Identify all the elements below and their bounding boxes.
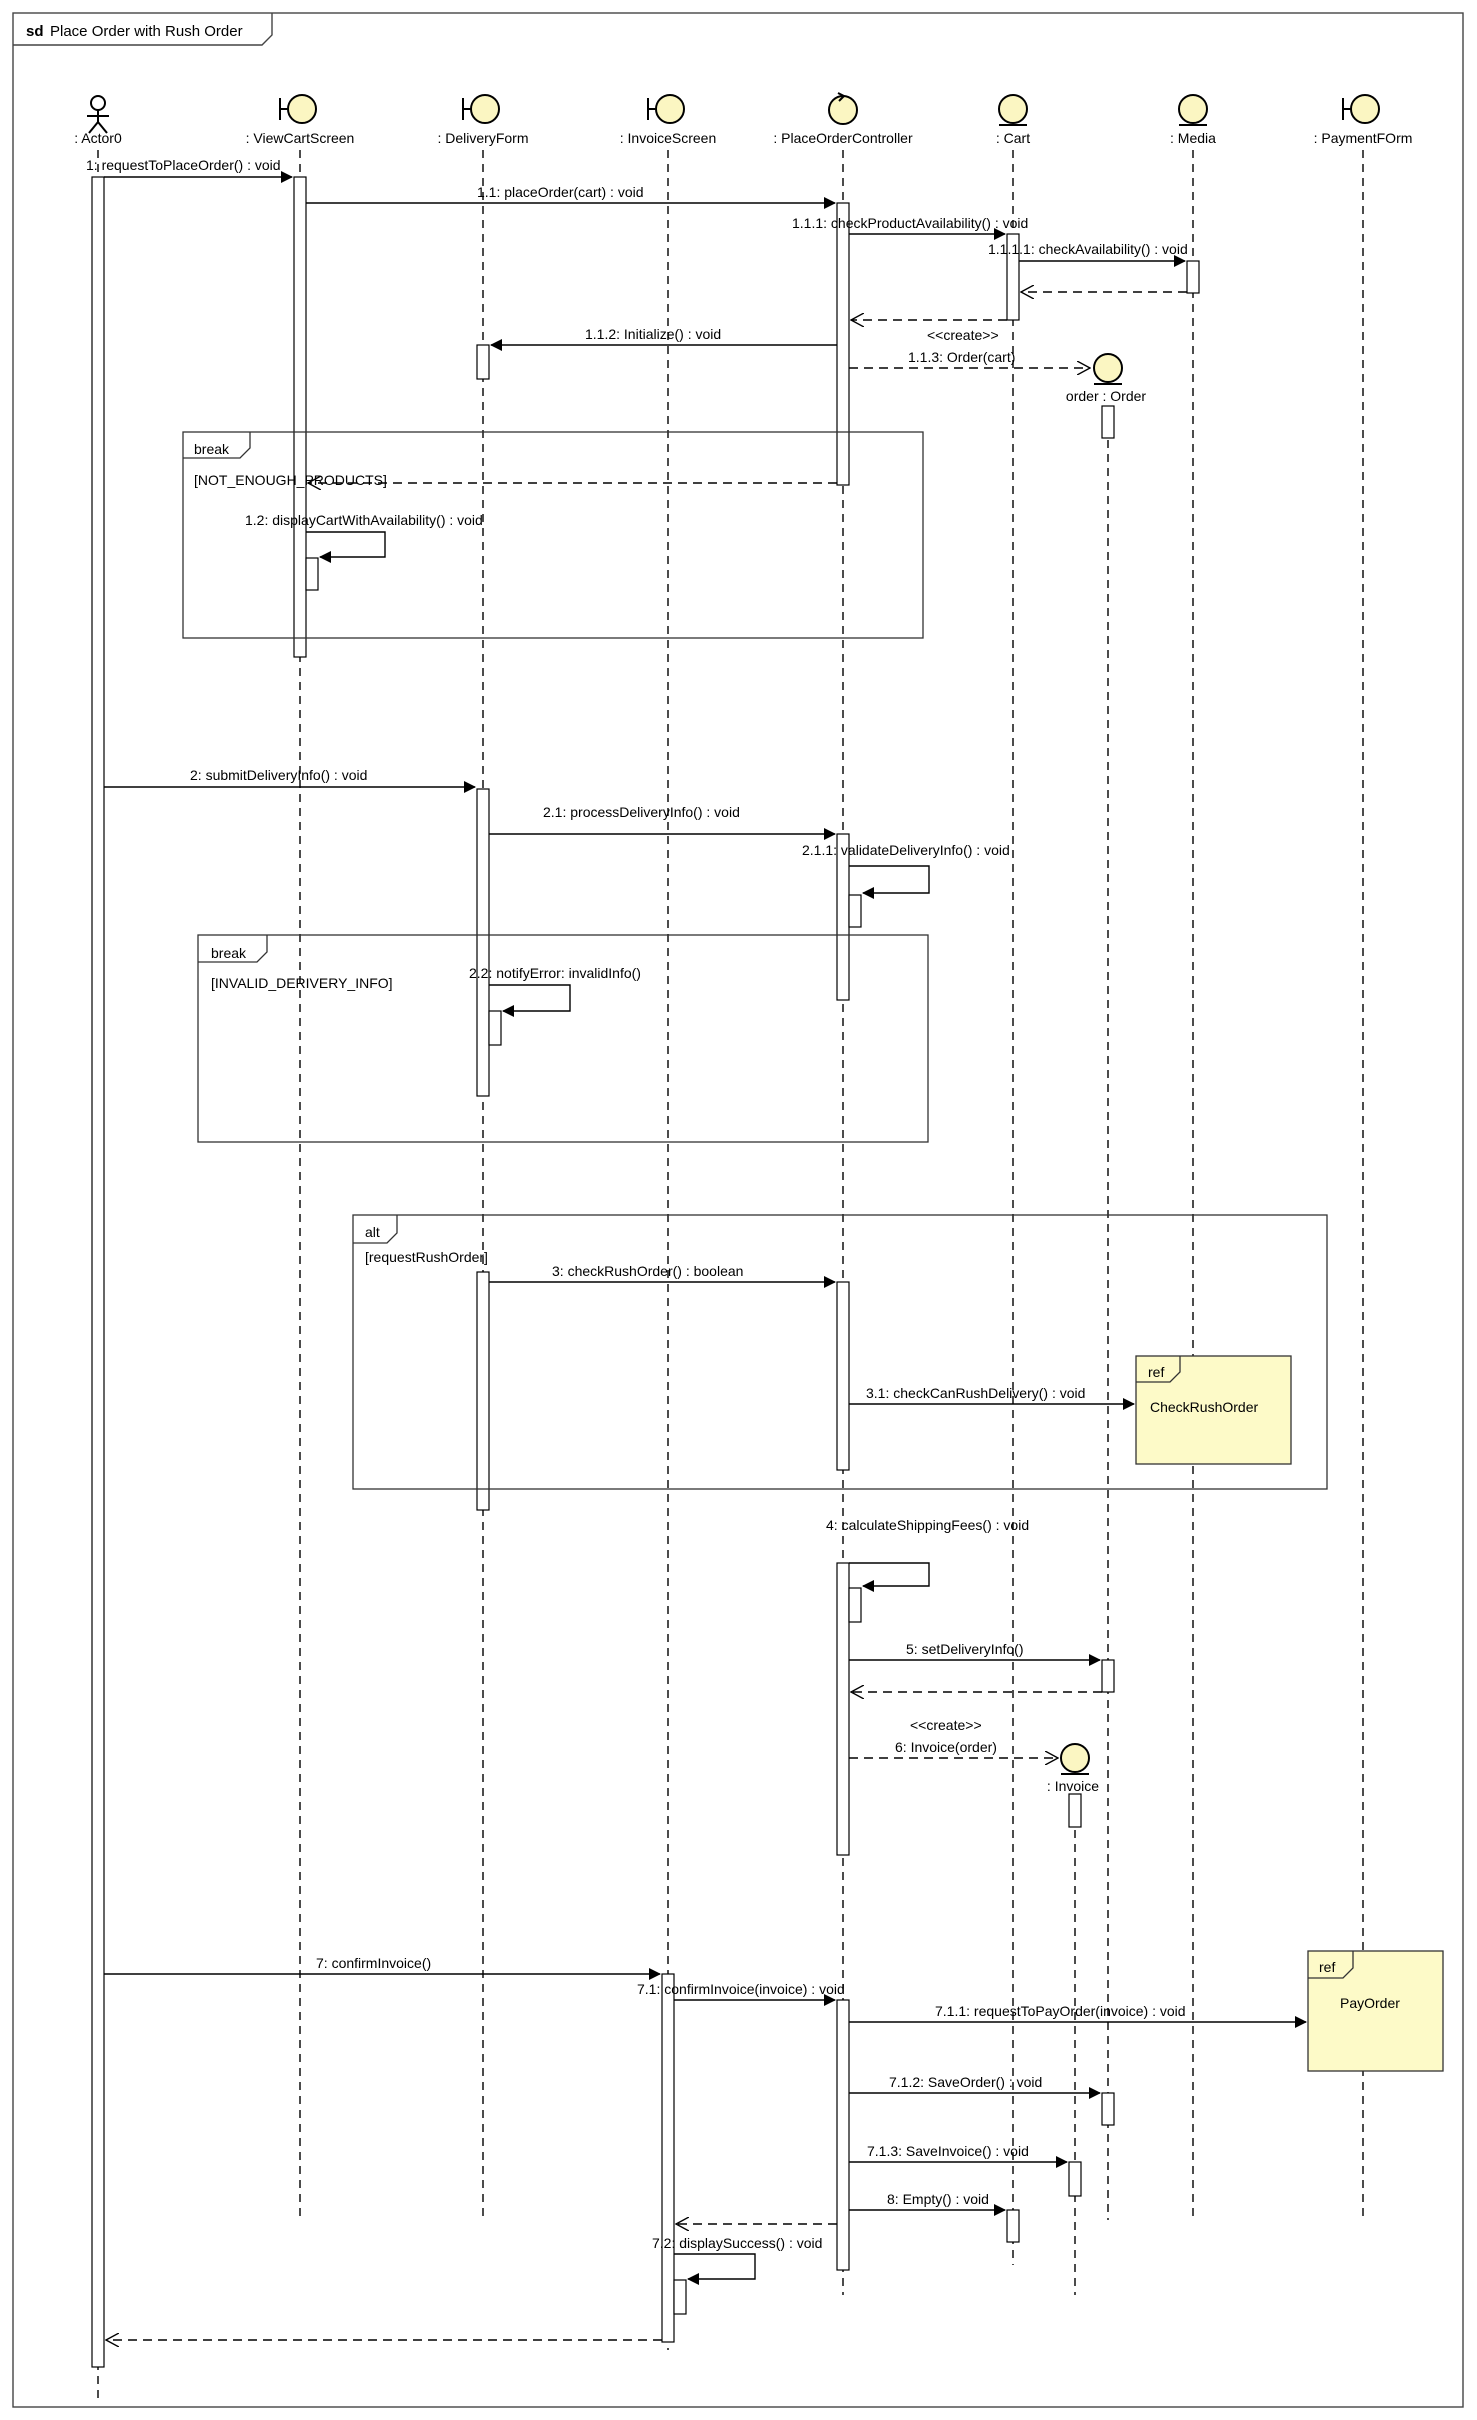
message-label-1-1-3: 1.1.3: Order(cart) [908, 349, 1015, 365]
message-label-5: 5: setDeliveryInfo() [906, 1641, 1023, 1657]
fragment-guard: [INVALID_DERIVERY_INFO] [211, 975, 393, 991]
activation-bar [1101, 1659, 1115, 1693]
lifeline-label-media: : Media [1170, 130, 1216, 146]
diagram-frame [12, 12, 1464, 2408]
activation-bar [476, 344, 490, 380]
message-label-2-2: 2.2: notifyError: invalidInfo() [469, 965, 641, 981]
activation-bar [488, 1010, 502, 1046]
activation-bar [673, 2279, 687, 2315]
fragment-operator: break [211, 945, 247, 961]
fragment-guard: [requestRushOrder] [365, 1249, 488, 1265]
fragment-guard: [NOT_ENOUGH_PRODUCTS] [194, 472, 387, 488]
activation-bar [476, 1271, 490, 1511]
message-label-3-1: 3.1: checkCanRushDelivery() : void [866, 1385, 1085, 1401]
message-label-2-1-1: 2.1.1: validateDeliveryInfo() : void [802, 842, 1010, 858]
create-stereotype-invoice: <<create>> [910, 1717, 982, 1733]
boundary-icon [462, 94, 500, 124]
control-icon [828, 92, 858, 125]
boundary-icon [647, 94, 685, 124]
entity-icon [1178, 94, 1208, 126]
self-message-arrow-2-2 [489, 984, 571, 1017]
fragment-operator: break [194, 441, 230, 457]
self-message-arrow-7-2 [674, 2253, 756, 2285]
fragment-operator: alt [365, 1224, 380, 1240]
ref-label: PayOrder [1340, 1995, 1400, 2011]
entity-icon [1060, 1743, 1090, 1775]
lifeline-label-delivery: : DeliveryForm [437, 130, 528, 146]
message-label-7-2: 7.2: displaySuccess() : void [652, 2235, 822, 2251]
actor-icon [87, 95, 109, 134]
object-label-order: order : Order [1066, 388, 1146, 404]
activation-bar [305, 557, 319, 591]
activation-bar [1101, 405, 1115, 439]
activation-bar [848, 1587, 862, 1623]
activation-bar [293, 176, 307, 658]
activation-bar [1006, 233, 1020, 321]
message-label-8: 8: Empty() : void [887, 2191, 989, 2207]
activation-bar [476, 788, 490, 1097]
activation-bar [91, 176, 105, 2368]
activation-bar [848, 894, 862, 928]
message-label-3: 3: checkRushOrder() : boolean [552, 1263, 743, 1279]
message-label-1-2: 1.2: displayCartWithAvailability() : voi… [245, 512, 483, 528]
message-label-7-1-1: 7.1.1: requestToPayOrder(invoice) : void [935, 2003, 1186, 2019]
ref-keyword: ref [1319, 1959, 1335, 1975]
entity-icon [998, 94, 1028, 126]
message-label-7-1: 7.1: confirmInvoice(invoice) : void [637, 1981, 845, 1997]
activation-bar [836, 1999, 850, 2271]
message-label-7: 7: confirmInvoice() [316, 1955, 431, 1971]
activation-bar [1068, 2161, 1082, 2197]
self-message-arrow-1-2 [306, 531, 386, 563]
fragment-alt: alt [requestRushOrder] [352, 1214, 1328, 1490]
entity-icon [1093, 353, 1123, 385]
boundary-icon [1342, 94, 1380, 124]
ref-label: CheckRushOrder [1150, 1399, 1258, 1415]
ref-pay-order: ref PayOrder [1307, 1950, 1444, 2072]
message-label-7-1-3: 7.1.3: SaveInvoice() : void [867, 2143, 1029, 2159]
message-label-2: 2: submitDeliveryInfo() : void [190, 767, 367, 783]
message-label-1-1: 1.1: placeOrder(cart) : void [477, 184, 644, 200]
activation-bar [836, 833, 850, 1001]
message-label-1-1-2: 1.1.2: Initialize() : void [585, 326, 721, 342]
self-message-arrow-2-1-1 [849, 865, 930, 899]
message-label-2-1: 2.1: processDeliveryInfo() : void [543, 804, 740, 820]
message-label-4: 4: calculateShippingFees() : void [826, 1517, 1029, 1533]
diagram-frame-tab [13, 13, 273, 46]
lifeline-label-viewcart: : ViewCartScreen [246, 130, 355, 146]
object-label-invoice: : Invoice [1047, 1778, 1099, 1794]
activation-bar [836, 1281, 850, 1471]
ref-check-rush-order: ref CheckRushOrder [1135, 1355, 1292, 1465]
lifeline-label-payment: : PaymentFOrm [1314, 130, 1413, 146]
self-message-arrow-4 [849, 1562, 930, 1592]
activation-bar [1186, 260, 1200, 294]
ref-keyword: ref [1148, 1364, 1164, 1380]
message-label-7-1-2: 7.1.2: SaveOrder() : void [889, 2074, 1042, 2090]
fragment-break-1: break [NOT_ENOUGH_PRODUCTS] [182, 431, 924, 639]
diagram-title: Place Order with Rush Order [50, 23, 243, 40]
message-label-1: 1: requestToPlaceOrder() : void [86, 157, 281, 173]
activation-bar [661, 1973, 675, 2343]
diagram-kind: sd [26, 23, 44, 40]
lifeline-label-cart: : Cart [996, 130, 1030, 146]
activation-bar [1006, 2209, 1020, 2243]
message-label-1-1-1-1: 1.1.1.1: checkAvailability() : void [988, 241, 1188, 257]
activation-bar [1068, 1793, 1082, 1828]
fragment-break-2: break [INVALID_DERIVERY_INFO] [197, 934, 929, 1143]
boundary-icon [279, 94, 317, 124]
lifeline-label-controller: : PlaceOrderController [773, 130, 913, 146]
create-stereotype-order: <<create>> [927, 327, 999, 343]
message-label-6: 6: Invoice(order) [895, 1739, 997, 1755]
activation-bar [1101, 2092, 1115, 2126]
message-label-1-1-1: 1.1.1: checkProductAvailability() : void [792, 215, 1028, 231]
lifeline-label-actor: : Actor0 [74, 130, 122, 146]
activation-bar [836, 202, 850, 486]
lifeline-label-invoicescreen: : InvoiceScreen [620, 130, 717, 146]
activation-bar [836, 1562, 850, 1856]
